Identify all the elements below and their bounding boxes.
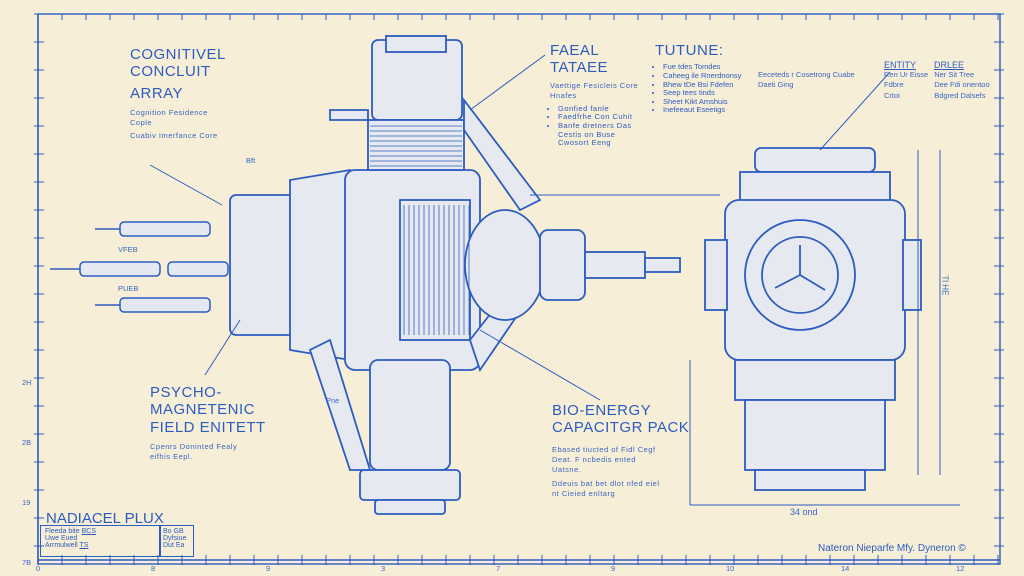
ruler-left-label: 2B	[22, 438, 32, 447]
label-line: CONCLUIT	[130, 63, 211, 81]
tb-key: Uwe Eued	[45, 535, 78, 542]
ruler-bottom-label: 12	[956, 564, 965, 573]
label-faeal-tataee: FAEAL TATAEE Vaettige Fesicleis Core Hna…	[550, 42, 648, 148]
entity-col1-title: ENTITY	[884, 60, 917, 70]
callout-pne: Pne	[326, 396, 340, 405]
label-line: TATAEE	[550, 59, 609, 77]
ruler-bottom-label: 7	[496, 564, 501, 573]
note: Cognition Fesidence Cople	[130, 107, 208, 127]
tb-side: Dyfsiue	[163, 535, 187, 542]
tb-val: BCS	[81, 528, 96, 535]
note: Cpenrs Doninted Fealy eifhis Eepl.	[150, 441, 238, 461]
probe-array	[50, 221, 229, 313]
note: Cuabiv Imerfance Core	[130, 131, 218, 140]
leader-lines	[149, 54, 960, 506]
title-block-name: NADIACEL PLUX	[46, 510, 164, 527]
tb-side: Dut Ea	[163, 542, 185, 549]
tb-side: Bo GB	[163, 528, 184, 535]
title-block: Fleeda bite BCS Uwe Eued Arrmulwell TS	[40, 525, 160, 557]
footer-credit: Nateron Nieparfe Mfy. Dyneron ©	[818, 543, 966, 554]
bullet: Bhew tDe Bsi Fdefen	[663, 80, 758, 90]
note: Vaettige Fesicleis Core Hnafes	[550, 80, 639, 100]
label-cognitive-conduit: COGNITIVEL CONCLUIT ARRAY Cognition Fesi…	[130, 46, 230, 141]
label-line: FAEAL	[550, 42, 600, 59]
entity-item: Ner Sit Tree	[934, 70, 975, 80]
bullet: Gonfied fanle	[558, 104, 648, 114]
tb-key: Fleeda bite	[45, 528, 80, 535]
callout-top: Bft	[246, 156, 256, 165]
label-psycho-magnetic: PSYCHO- MAGNETENIC FIELD ENITETT Cpenrs …	[150, 384, 266, 462]
entity-item: Dee Fdi onentoo	[934, 80, 990, 90]
bullet: Seep tees tinds	[663, 88, 758, 98]
tb-key: Arrmulwell	[45, 542, 78, 549]
label-line: PSYCHO-	[150, 384, 222, 401]
title-block-side: Bo GB Dyfsiue Dut Ea	[160, 525, 194, 557]
bullet: Banfe dretners Das Cestis on Buse Cwosor…	[558, 121, 648, 148]
ruler-left-label: 19	[22, 498, 31, 507]
tb-val: TS	[79, 542, 89, 549]
note-tutune-side: Eeceteds r Cosetrong Cuabe Daeti Ging	[758, 70, 855, 90]
entity-item: Bdgred Dalsefs	[934, 90, 986, 100]
label-line: BIO-ENERGY	[552, 402, 652, 419]
dimension-bottom: 34 ond	[790, 507, 818, 517]
ruler-bottom-label: 9	[611, 564, 616, 573]
bullet: Inefeeaut Eseetigs	[663, 106, 758, 115]
ruler-bottom-label: 10	[726, 564, 735, 573]
label-title: TUTUNE:	[655, 42, 724, 59]
ruler-bottom-label: 0	[36, 564, 41, 573]
entity-item: Ren Ur Eisse	[884, 70, 929, 80]
entity-item: Fdbre	[884, 80, 904, 90]
dimension-right: Tl HE	[940, 275, 950, 296]
ruler-bottom-label: 9	[266, 564, 271, 573]
bullet: Caheeg ile Rnerdnonsy	[663, 71, 758, 81]
ruler-bottom-label: 8	[151, 564, 156, 573]
label-line: CAPACITGR PACK	[552, 419, 690, 437]
note: Ebased tiucted of Fidl Cegf Deat. F ncbe…	[552, 444, 656, 474]
ruler-ticks	[34, 13, 1004, 565]
callout-vfeb: VFEB	[118, 245, 138, 254]
label-tutune: TUTUNE: Fue tdes Tomdes Caheeg ile Rnerd…	[655, 42, 758, 115]
entity-item: Crtoi	[884, 90, 900, 100]
bullet: Faedfrhe Con Cuhit	[558, 113, 648, 122]
label-bio-energy: BIO-ENERGY CAPACITGR PACK Ebased tiucted…	[552, 402, 689, 499]
note: Ddeuis bat bet dlot nfed eiel nt Cieied …	[552, 478, 660, 498]
bullet: Fue tdes Tomdes	[663, 63, 758, 72]
label-line: MAGNETENIC	[150, 401, 256, 419]
entity-col2-title: DRLEE	[934, 60, 965, 70]
side-device	[704, 147, 922, 491]
ruler-bottom-label: 3	[381, 564, 386, 573]
main-device	[229, 35, 681, 515]
main-device-ribs	[370, 125, 470, 335]
ruler-left-label: 7B	[22, 558, 32, 567]
label-line: COGNITIVEL	[130, 46, 226, 63]
ruler-left-label: 2H	[22, 378, 32, 387]
callout-pueb: PUEB	[118, 284, 139, 293]
label-line: ARRAY	[130, 84, 184, 102]
bullet: Sheet Kikt Amshuis	[663, 97, 758, 107]
label-line: FIELD ENITETT	[150, 418, 266, 436]
ruler-bottom-label: 14	[841, 564, 850, 573]
